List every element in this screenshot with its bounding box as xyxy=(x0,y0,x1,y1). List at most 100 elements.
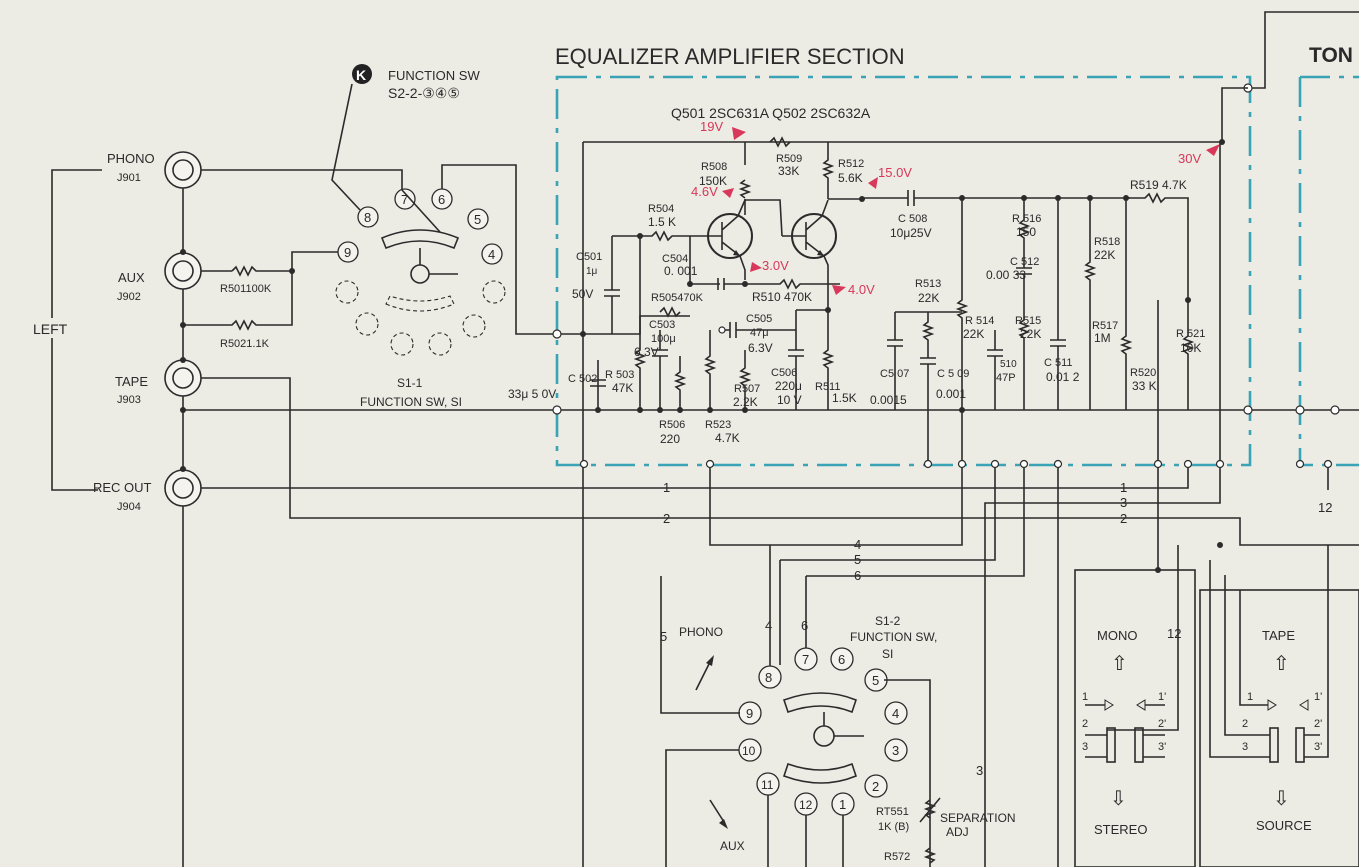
svg-text:RT551: RT551 xyxy=(876,806,909,818)
wire-num: 5 xyxy=(854,552,861,567)
svg-text:0.01 2: 0.01 2 xyxy=(1046,370,1080,384)
svg-text:33 K: 33 K xyxy=(1132,379,1157,393)
svg-text:2: 2 xyxy=(1242,718,1248,730)
svg-text:10μ25V: 10μ25V xyxy=(890,226,932,240)
svg-text:1: 1 xyxy=(1082,691,1088,703)
svg-text:1: 1 xyxy=(839,797,846,812)
svg-text:0.0015: 0.0015 xyxy=(870,393,907,407)
svg-text:0.001: 0.001 xyxy=(936,387,966,401)
svg-text:AUX: AUX xyxy=(118,270,145,285)
svg-text:4.7K: 4.7K xyxy=(715,431,740,445)
wire-num: 3 xyxy=(976,763,983,778)
r501-label: R501100K xyxy=(220,283,272,295)
svg-text:11: 11 xyxy=(761,778,774,792)
svg-text:220: 220 xyxy=(660,432,680,446)
svg-text:8: 8 xyxy=(765,670,772,685)
svg-text:3': 3' xyxy=(1158,741,1166,753)
svg-text:J901: J901 xyxy=(117,172,141,184)
svg-text:R505470K: R505470K xyxy=(651,292,704,304)
svg-text:R 516: R 516 xyxy=(1012,213,1041,225)
svg-text:R511: R511 xyxy=(815,381,840,393)
voltage-30v: 30V xyxy=(1178,151,1201,166)
svg-text:R518: R518 xyxy=(1094,236,1120,248)
svg-text:50V: 50V xyxy=(572,287,593,301)
svg-text:22K: 22K xyxy=(918,291,939,305)
svg-text:5: 5 xyxy=(872,673,879,688)
svg-text:47P: 47P xyxy=(996,372,1016,384)
svg-text:R523: R523 xyxy=(705,419,731,431)
wire-num: 4 xyxy=(854,537,861,552)
svg-text:TAPE: TAPE xyxy=(1262,628,1295,643)
svg-text:7: 7 xyxy=(802,652,809,667)
svg-text:R513: R513 xyxy=(915,278,941,290)
svg-text:⇩: ⇩ xyxy=(1110,788,1127,810)
voltage-4-6v: 4.6V xyxy=(691,184,718,199)
svg-text:6.3V: 6.3V xyxy=(748,341,773,355)
wire-num: 3 xyxy=(1120,495,1127,510)
mode-switch-tape-source: TAPE ⇧ ⇩ SOURCE 1 2 3 1' 2' 3' xyxy=(1199,589,1359,867)
svg-text:1': 1' xyxy=(1314,691,1322,703)
svg-text:S1-2: S1-2 xyxy=(875,614,901,628)
section-title: EQUALIZER AMPLIFIER SECTION xyxy=(555,44,905,69)
svg-text:R 503: R 503 xyxy=(605,369,634,381)
svg-text:R 521: R 521 xyxy=(1176,328,1205,340)
voltage-3-0v: 3.0V xyxy=(762,258,789,273)
bottom-terminals xyxy=(579,459,1333,469)
wire-num: 6 xyxy=(801,618,808,633)
svg-text:12: 12 xyxy=(799,798,813,812)
svg-text:J904: J904 xyxy=(117,501,141,513)
wire-num: 2 xyxy=(1120,511,1127,526)
svg-text:C 511: C 511 xyxy=(1044,357,1073,369)
svg-text:100μ: 100μ xyxy=(651,333,676,345)
svg-text:510: 510 xyxy=(1000,359,1017,370)
svg-text:2: 2 xyxy=(1082,718,1088,730)
svg-text:J903: J903 xyxy=(117,394,141,406)
function-sw-top-label: FUNCTION SW xyxy=(388,68,480,83)
svg-text:PHONO: PHONO xyxy=(679,625,723,639)
svg-text:R520: R520 xyxy=(1130,367,1156,379)
svg-text:R509: R509 xyxy=(776,153,802,165)
svg-text:⇧: ⇧ xyxy=(1273,653,1290,675)
svg-text:PHONO: PHONO xyxy=(107,151,155,166)
svg-text:R507: R507 xyxy=(734,383,760,395)
svg-text:AUX: AUX xyxy=(720,839,745,853)
svg-text:⇩: ⇩ xyxy=(1273,788,1290,810)
svg-text:J902: J902 xyxy=(117,291,141,303)
wire-num: 12 xyxy=(1318,500,1332,515)
svg-text:R508: R508 xyxy=(701,161,727,173)
voltage-19v: 19V xyxy=(700,119,723,134)
wire-num: 12 xyxy=(1167,626,1181,641)
svg-text:S1-1: S1-1 xyxy=(397,376,423,390)
svg-text:C506: C506 xyxy=(771,367,797,379)
voltage-15-0v: 15.0V xyxy=(878,165,912,180)
svg-text:C 5 09: C 5 09 xyxy=(937,368,969,380)
svg-text:1μ: 1μ xyxy=(586,266,598,277)
wire-num: 1 xyxy=(663,480,670,495)
svg-text:REC OUT: REC OUT xyxy=(93,480,152,495)
k-marker: K xyxy=(352,64,372,84)
svg-text:R519 4.7K: R519 4.7K xyxy=(1130,178,1187,192)
svg-text:1.5K: 1.5K xyxy=(832,391,857,405)
voltage-4-0v: 4.0V xyxy=(848,282,875,297)
svg-text:1M: 1M xyxy=(1094,331,1111,345)
svg-text:C503: C503 xyxy=(649,319,675,331)
svg-text:⇧: ⇧ xyxy=(1111,653,1128,675)
svg-text:R506: R506 xyxy=(659,419,685,431)
svg-text:4: 4 xyxy=(892,706,899,721)
svg-text:SOURCE: SOURCE xyxy=(1256,818,1312,833)
svg-text:47K: 47K xyxy=(612,381,633,395)
svg-text:10K: 10K xyxy=(1180,341,1201,355)
svg-text:C 512: C 512 xyxy=(1010,256,1039,268)
svg-text:2': 2' xyxy=(1314,718,1322,730)
transistor-q501 xyxy=(707,213,753,259)
svg-text:3: 3 xyxy=(892,743,899,758)
svg-text:R 514: R 514 xyxy=(965,315,994,327)
svg-text:22K: 22K xyxy=(1094,248,1115,262)
svg-text:22K: 22K xyxy=(963,327,984,341)
svg-text:1.5 K: 1.5 K xyxy=(648,215,676,229)
wire-num: 6 xyxy=(854,568,861,583)
svg-text:C501: C501 xyxy=(576,251,602,263)
svg-text:1K (B): 1K (B) xyxy=(878,821,909,833)
svg-text:C505: C505 xyxy=(746,313,772,325)
jack-tape: TAPE J903 xyxy=(115,359,202,406)
